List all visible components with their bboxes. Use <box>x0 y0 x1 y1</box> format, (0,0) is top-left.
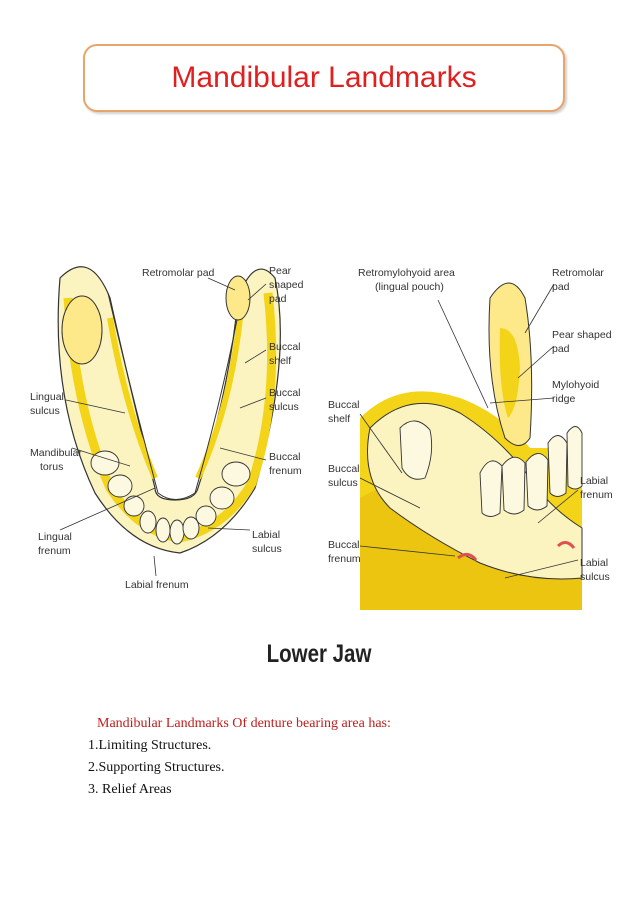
lateral-view: Retromylohyoid area (lingual pouch) Retr… <box>328 267 613 610</box>
figure-caption: Lower Jaw <box>266 640 372 668</box>
title-box: Mandibular Landmarks <box>83 44 565 112</box>
label-lingual-sulcus-2: sulcus <box>30 405 60 417</box>
label-labial-sulcus-2: sulcus <box>580 571 610 583</box>
label-retromolar-pad: Retromolar pad <box>142 267 215 279</box>
list-item: 1.Limiting Structures. <box>88 738 212 753</box>
label-labial-sulcus-2: sulcus <box>252 543 282 555</box>
label-labial-frenum-1: Labial <box>580 475 608 487</box>
label-mylohyoid-1: Mylohyoid <box>552 379 599 391</box>
label-retromylohyoid-1: Retromylohyoid area <box>358 267 455 279</box>
label-retromylohyoid-2: (lingual pouch) <box>375 281 444 293</box>
label-buccal-frenum-1: Buccal <box>328 539 360 551</box>
label-mylohyoid-2: ridge <box>552 393 576 405</box>
label-pear-1: Pear <box>269 265 292 277</box>
list-item: 3. Relief Areas <box>88 782 172 797</box>
page-title: Mandibular Landmarks <box>171 61 477 94</box>
label-pear-3: pad <box>269 293 287 305</box>
label-buccal-frenum-1: Buccal <box>269 451 301 463</box>
label-mandibular-torus-1: Mandibular <box>30 447 82 459</box>
label-mandibular-torus-2: torus <box>40 461 63 473</box>
label-labial-frenum: Labial frenum <box>125 579 189 591</box>
label-retromolar-1: Retromolar <box>552 267 604 279</box>
label-buccal-sulcus-2: sulcus <box>269 401 299 413</box>
body-text: Mandibular Landmarks Of denture bearing … <box>88 713 391 801</box>
label-buccal-sulcus-2: sulcus <box>328 477 358 489</box>
label-buccal-shelf-2: shelf <box>269 355 291 367</box>
occlusal-view: Retromolar pad Pear shaped pad Buccal sh… <box>30 265 304 591</box>
label-buccal-frenum-2: frenum <box>328 553 361 565</box>
label-buccal-sulcus-1: Buccal <box>328 463 360 475</box>
label-retromolar-2: pad <box>552 281 570 293</box>
label-labial-frenum-2: frenum <box>580 489 613 501</box>
label-labial-sulcus-1: Labial <box>252 529 280 541</box>
label-buccal-shelf-1: Buccal <box>269 341 301 353</box>
label-buccal-frenum-2: frenum <box>269 465 302 477</box>
label-pear-shaped-2: pad <box>552 343 570 355</box>
intro-line: Mandibular Landmarks Of denture bearing … <box>97 716 391 731</box>
label-labial-sulcus-1: Labial <box>580 557 608 569</box>
list-item: 2.Supporting Structures. <box>88 760 225 775</box>
label-lingual-sulcus-1: Lingual <box>30 391 64 403</box>
label-pear-2: shaped <box>269 279 304 291</box>
label-buccal-shelf-1: Buccal <box>328 399 360 411</box>
label-buccal-shelf-2: shelf <box>328 413 350 425</box>
label-lingual-frenum-2: frenum <box>38 545 71 557</box>
label-lingual-frenum-1: Lingual <box>38 531 72 543</box>
label-buccal-sulcus-1: Buccal <box>269 387 301 399</box>
lower-jaw-illustration: Retromolar pad Pear shaped pad Buccal sh… <box>30 265 613 610</box>
label-pear-shaped-1: Pear shaped <box>552 329 612 341</box>
anatomy-figure: Retromolar pad Pear shaped pad Buccal sh… <box>30 238 618 620</box>
